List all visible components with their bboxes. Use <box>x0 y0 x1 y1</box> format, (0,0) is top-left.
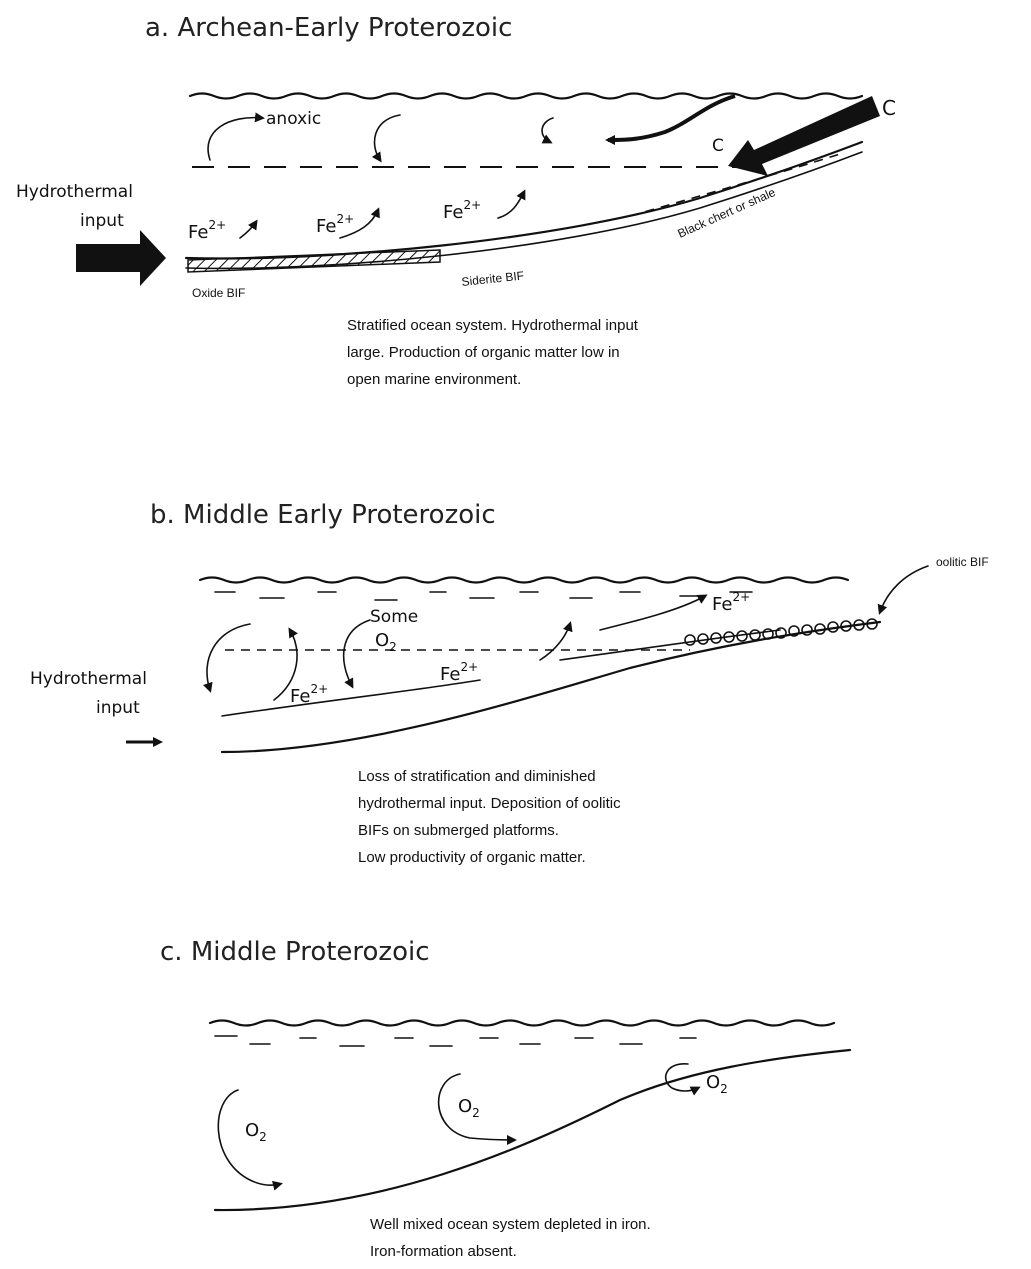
sea-surface-a <box>190 94 862 99</box>
fe-label-a2: Fe2+ <box>316 212 354 237</box>
carbon-label-input: C <box>882 96 896 120</box>
oxide-bif-hatch <box>188 250 440 272</box>
panel-b-title: b. Middle Early Proterozoic <box>150 500 496 530</box>
seafloor-c <box>215 1050 850 1210</box>
caption-b-line2: hydrothermal input. Deposition of ooliti… <box>358 795 621 812</box>
siderite-bif-label: Siderite BIF <box>461 269 525 289</box>
surface-mixing-marks-c <box>215 1036 696 1046</box>
oxide-bif-label: Oxide BIF <box>192 286 245 300</box>
caption-a-line2: large. Production of organic matter low … <box>347 344 620 361</box>
circulation-arrow-a2 <box>375 115 400 160</box>
panel-c-title: c. Middle Proterozoic <box>160 937 430 967</box>
carbon-label-inner: C <box>712 136 724 156</box>
some-o2-label-2: O2 <box>375 630 397 654</box>
fe-label-b1: Fe2+ <box>290 682 328 707</box>
fe-label-a3: Fe2+ <box>443 198 481 223</box>
hydrothermal-arrow-a <box>76 230 166 286</box>
caption-a-line1: Stratified ocean system. Hydrothermal in… <box>347 317 639 334</box>
fe-arrow-a3 <box>498 192 524 218</box>
panel-a: a. Archean-Early Proterozoic anoxic C C … <box>16 13 896 388</box>
o2-label-c2: O2 <box>458 1096 480 1120</box>
circulation-arrow-b1 <box>207 624 250 690</box>
panel-a-title: a. Archean-Early Proterozoic <box>145 13 512 43</box>
black-chert-label: Black chert or shale <box>676 185 778 241</box>
hydrothermal-label-b-1: Hydrothermal <box>30 669 147 689</box>
hydrothermal-label-a-2: input <box>80 211 124 231</box>
hydrothermal-label-a-1: Hydrothermal <box>16 182 133 202</box>
surface-mixing-marks-b <box>215 592 752 600</box>
caption-c-line1: Well mixed ocean system depleted in iron… <box>370 1216 651 1233</box>
circulation-arrow-a1 <box>208 118 262 160</box>
circulation-arrow-a3 <box>542 118 553 142</box>
oolitic-bif-label: oolitic BIF <box>936 555 989 569</box>
anoxic-label: anoxic <box>266 109 321 129</box>
circulation-arrow-b5 <box>600 596 705 630</box>
o2-label-c3: O2 <box>706 1072 728 1096</box>
oolitic-bif-ooids <box>685 619 877 645</box>
hydrothermal-label-b-2: input <box>96 698 140 718</box>
sea-surface-b <box>200 578 848 583</box>
circulation-arrow-b3 <box>344 620 370 686</box>
o2-label-c1: O2 <box>245 1120 267 1144</box>
sea-surface-c <box>210 1021 834 1026</box>
oolitic-pointer <box>880 566 928 612</box>
panel-b: b. Middle Early Proterozoic oolitic BIF … <box>30 500 989 866</box>
panel-c: c. Middle Proterozoic O2 O2 O2 Well mixe… <box>160 937 850 1260</box>
caption-b-line4: Low productivity of organic matter. <box>358 849 586 866</box>
circulation-arrow-b4 <box>540 624 570 660</box>
fe-label-a1: Fe2+ <box>188 218 226 243</box>
caption-c-line2: Iron-formation absent. <box>370 1243 517 1260</box>
caption-a-line3: open marine environment. <box>347 371 521 388</box>
fe-label-b3: Fe2+ <box>712 590 750 615</box>
surface-carbon-arrow <box>608 96 735 140</box>
caption-b-line3: BIFs on submerged platforms. <box>358 822 559 839</box>
some-o2-label-1: Some <box>370 607 418 627</box>
caption-b-line1: Loss of stratification and diminished <box>358 768 596 785</box>
fe-arrow-a1 <box>240 222 256 238</box>
